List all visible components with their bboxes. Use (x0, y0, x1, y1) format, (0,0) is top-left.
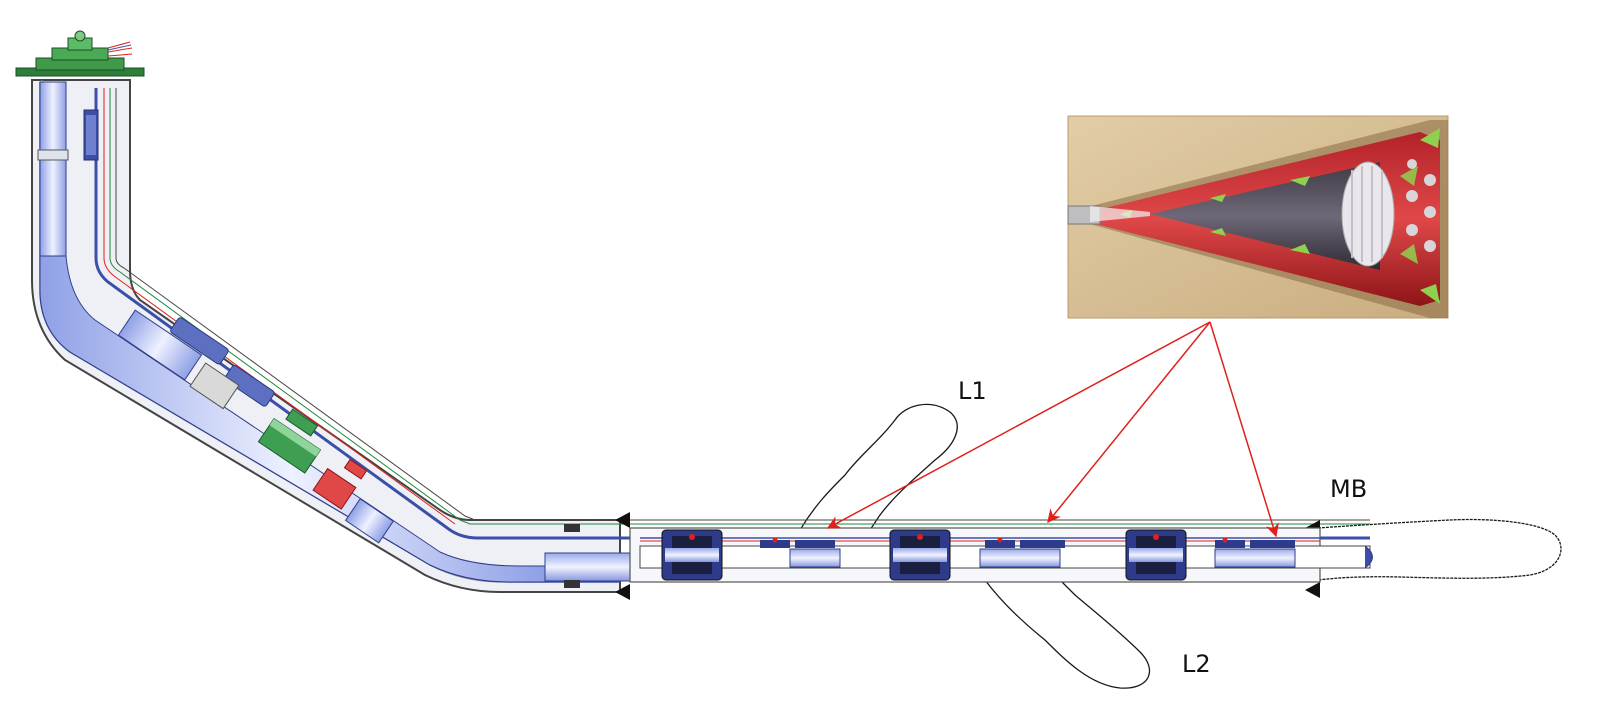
valve-icon (760, 537, 841, 568)
packer-icon (661, 529, 723, 581)
inflow-control-valve-illustration (1067, 115, 1449, 319)
bend-components (83, 109, 394, 544)
valve-icon (1214, 537, 1296, 568)
lateral-l1-outline (799, 403, 958, 533)
main-bore-label: MB (1330, 475, 1368, 503)
lateral-l1-label: L1 (958, 377, 987, 405)
red-valve-icon (312, 467, 357, 510)
lateral-l2-outline (984, 577, 1151, 689)
valve-icon (979, 537, 1065, 568)
lateral-l2-label: L2 (1182, 650, 1211, 678)
green-valve-icon (257, 417, 322, 474)
packer-icon (1125, 529, 1187, 581)
packer-icon (889, 529, 951, 581)
inner-tubing (94, 88, 1370, 540)
tubing-string (37, 81, 631, 583)
main-bore-outline (1317, 518, 1562, 581)
wellhead-icon (15, 30, 145, 77)
callout-arrows (826, 321, 1279, 538)
